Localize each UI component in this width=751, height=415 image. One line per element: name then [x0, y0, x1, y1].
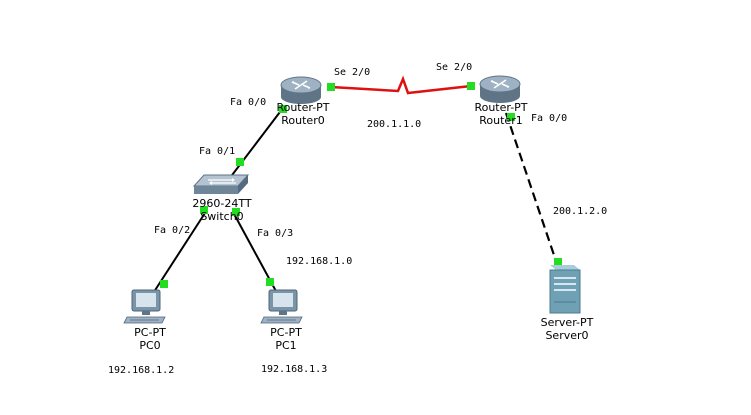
pc1-device[interactable]: PC-PT PC1	[260, 289, 303, 352]
server0-name-label: Server0	[545, 329, 588, 342]
network-labels: 200.1.1.0 200.1.2.0 192.168.1.0 192.168.…	[108, 119, 607, 376]
link-light-switch0-fa02	[200, 206, 208, 214]
port-labels: Se 2/0 Se 2/0 Fa 0/0 Fa 0/0 Fa 0/1 Fa 0/…	[154, 62, 567, 239]
network-label-server-lan: 200.1.2.0	[553, 206, 607, 217]
port-label-switch0-fa03: Fa 0/3	[257, 228, 293, 239]
server-icon	[549, 265, 581, 314]
port-label-switch0-fa01: Fa 0/1	[199, 146, 235, 157]
link-light-router0-se	[327, 83, 335, 91]
port-label-router0-se: Se 2/0	[334, 67, 370, 78]
link-light-switch0-fa03	[232, 208, 240, 216]
ethernet-link-router0-switch0[interactable]	[222, 107, 284, 188]
port-label-router1-fa: Fa 0/0	[531, 113, 567, 124]
port-label-switch0-fa02: Fa 0/2	[154, 225, 190, 236]
pc0-name-label: PC0	[139, 339, 160, 352]
router1-model-label: Router-PT	[474, 101, 527, 114]
link-light-pc0	[160, 280, 168, 288]
ethernet-link-switch0-pc0[interactable]	[149, 212, 206, 299]
switch0-model-label: 2960-24TT	[192, 197, 251, 210]
ip-label-pc0: 192.168.1.2	[108, 365, 174, 376]
network-label-wan: 200.1.1.0	[367, 119, 421, 130]
serial-link-router0-router1[interactable]	[330, 75, 472, 95]
pc-icon	[260, 289, 303, 324]
link-light-switch0-fa01	[236, 158, 244, 166]
router0-device[interactable]: Router-PT Router0	[276, 76, 330, 127]
link-light-server0	[554, 258, 562, 266]
pc0-device[interactable]: PC-PT PC0	[123, 289, 166, 352]
link-light-pc1	[266, 278, 274, 286]
server0-model-label: Server-PT	[541, 316, 594, 329]
ethernet-link-router1-server0[interactable]	[504, 112, 559, 265]
switch0-device[interactable]: 2960-24TT Switch0	[192, 174, 252, 223]
router1-device[interactable]: Router-PT Router1	[474, 75, 528, 127]
router-icon	[479, 75, 521, 103]
port-label-router0-fa: Fa 0/0	[230, 97, 266, 108]
pc0-model-label: PC-PT	[134, 326, 166, 339]
server0-device[interactable]: Server-PT Server0	[541, 265, 594, 342]
network-label-pc-lan: 192.168.1.0	[286, 256, 352, 267]
pc1-model-label: PC-PT	[270, 326, 302, 339]
link-light-router0-fa	[279, 105, 287, 113]
pc-icon	[123, 289, 166, 324]
link-light-router1-se	[467, 82, 475, 90]
router1-name-label: Router1	[479, 114, 522, 127]
switch0-name-label: Switch0	[200, 210, 243, 223]
router0-name-label: Router0	[281, 114, 324, 127]
link-status-lights	[160, 82, 562, 288]
switch-icon	[192, 174, 250, 194]
link-light-router1-fa	[507, 113, 515, 121]
router-icon	[280, 76, 322, 104]
port-label-router1-se: Se 2/0	[436, 62, 472, 73]
router0-model-label: Router-PT	[276, 101, 329, 114]
ip-label-pc1: 192.168.1.3	[261, 364, 327, 375]
pc1-name-label: PC1	[275, 339, 296, 352]
